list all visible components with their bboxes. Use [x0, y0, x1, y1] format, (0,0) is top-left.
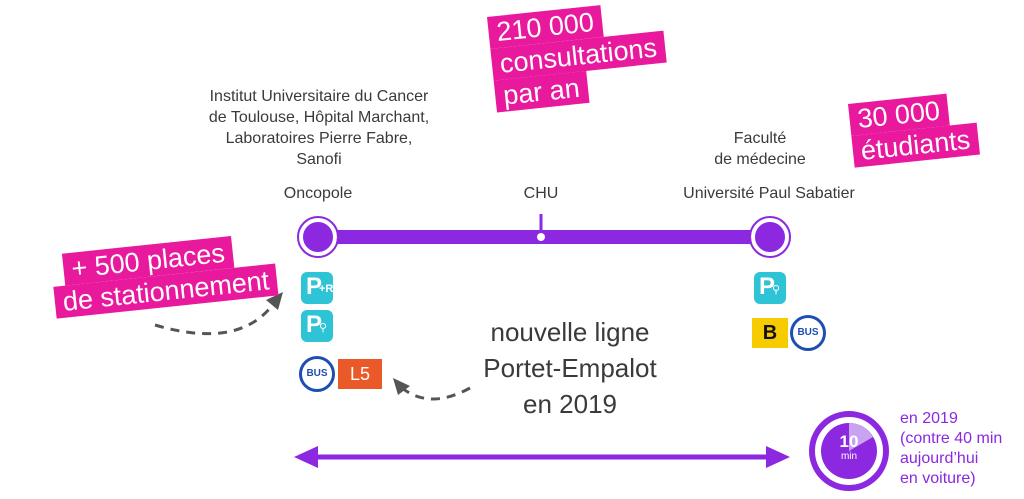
parking-arrow: [154, 302, 276, 336]
timer-label: 10 min: [839, 432, 859, 463]
bus-icon: BUS: [299, 356, 335, 392]
station-chu-marker: [537, 233, 545, 241]
station-chu-name: CHU: [523, 185, 559, 202]
bike-parking-icon: P⚲: [301, 310, 333, 342]
bus-icon-right: BUS: [790, 315, 826, 351]
station-ups-marker: [751, 218, 789, 256]
new-line-arrow: [401, 386, 471, 401]
park-and-ride-icon: P+R: [301, 272, 333, 304]
line-l5-icon: L5: [338, 359, 382, 389]
metro-b-icon: B: [752, 318, 788, 348]
station-oncopole-marker: [299, 218, 337, 256]
timer-icon: [809, 411, 889, 491]
travel-time-note: en 2019 (contre 40 min aujourd’hui en vo…: [900, 410, 1003, 487]
consultations-callout: 210 000 consultations par an: [487, 0, 670, 113]
station-oncopole-name: Oncopole: [283, 185, 353, 202]
oncopole-description: Institut Universitaire du Cancer de Toul…: [208, 88, 430, 168]
station-ups-name: Université Paul Sabatier: [683, 185, 855, 202]
ups-description: Faculté de médecine: [714, 130, 806, 168]
students-callout: 30 000 étudiants: [848, 91, 980, 168]
new-line-text: nouvelle ligne Portet-Empalot en 2019: [483, 317, 657, 419]
bike-parking-icon-right: P⚲: [754, 272, 786, 304]
